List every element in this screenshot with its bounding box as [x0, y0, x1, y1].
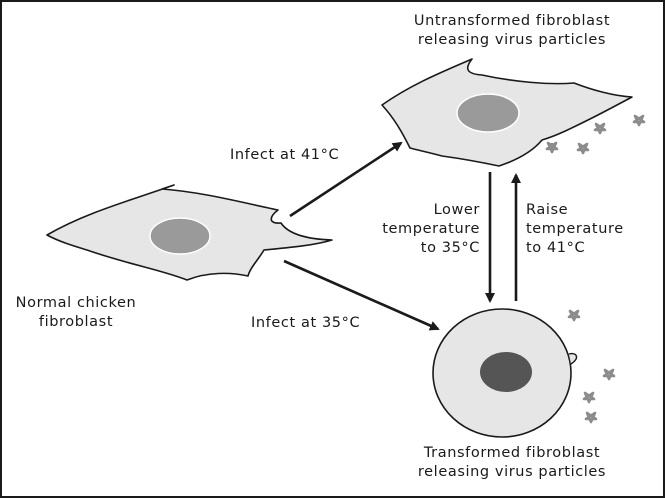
label-transformed: Transformed fibroblast releasing virus p…	[377, 444, 647, 482]
untransformed-fibroblast-cell	[381, 58, 633, 167]
transformed-fibroblast-cell	[432, 308, 578, 438]
transformed-cell-bleb	[568, 352, 578, 365]
label-lower-temperature: Lower temperature to 35°C	[382, 201, 480, 258]
virus-particle	[584, 411, 598, 424]
label-normal-fibroblast: Normal chicken fibroblast	[6, 294, 146, 332]
label-normal-line1: Normal chicken	[15, 295, 137, 311]
virus-particle	[582, 391, 596, 404]
label-raise-temperature: Raise temperature to 41°C	[526, 201, 624, 258]
label-lower-line3: to 35°C	[420, 240, 480, 256]
label-transformed-line1: Transformed fibroblast	[423, 445, 601, 461]
label-untransformed-line2: releasing virus particles	[417, 32, 607, 48]
label-normal-line2: fibroblast	[38, 314, 114, 330]
label-lower-line1: Lower	[433, 202, 480, 218]
virus-particle	[567, 309, 581, 322]
label-lower-line2: temperature	[382, 221, 480, 237]
label-raise-line2: temperature	[526, 221, 624, 237]
virus-particles-bottom	[567, 309, 616, 424]
arrow-infect-41	[289, 141, 403, 218]
untransformed-cell-nucleus	[456, 93, 520, 133]
transformed-cell-nucleus	[480, 352, 532, 392]
label-transformed-line2: releasing virus particles	[417, 464, 607, 480]
virus-particle	[576, 142, 590, 155]
label-raise-line1: Raise	[526, 202, 569, 218]
label-untransformed-line1: Untransformed fibroblast	[413, 13, 611, 29]
virus-particles-top	[545, 114, 646, 155]
normal-fibroblast-cell	[46, 184, 333, 281]
label-infect-41: Infect at 41°C	[230, 147, 340, 163]
normal-cell-nucleus	[149, 217, 211, 255]
label-infect-35: Infect at 35°C	[251, 315, 361, 331]
virus-particle	[602, 368, 616, 381]
arrow-infect-35	[283, 259, 440, 331]
virus-particle	[545, 141, 559, 154]
label-raise-line3: to 41°C	[526, 240, 586, 256]
virus-particle	[632, 114, 646, 127]
label-untransformed: Untransformed fibroblast releasing virus…	[377, 12, 647, 50]
virus-particle	[593, 122, 607, 135]
